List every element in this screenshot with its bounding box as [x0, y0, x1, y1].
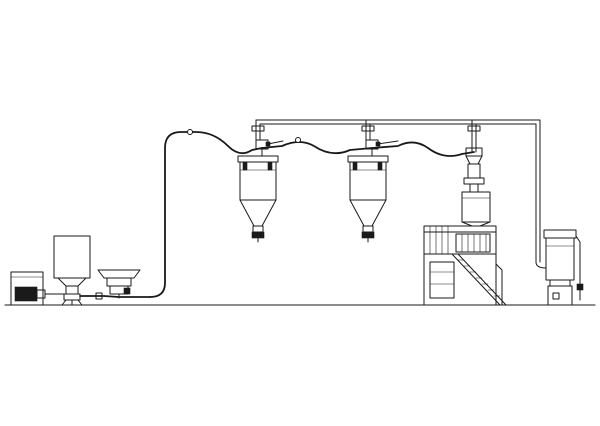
discharge-valve-1 [251, 231, 265, 239]
blower-motor [14, 286, 38, 302]
diverter-valve-2 [295, 137, 399, 157]
stair-stringer [451, 253, 501, 306]
weigh-hopper [461, 191, 491, 223]
rotary-feeder [97, 269, 141, 299]
tower-lower-cabinet [429, 261, 455, 299]
discharge-valve-2 [361, 231, 375, 239]
collector-valve [576, 283, 584, 291]
conveying-pipe-section-2 [261, 141, 373, 155]
cyclone-receiver-1 [237, 155, 279, 243]
blower-unit [10, 271, 67, 306]
process-tower [423, 225, 507, 306]
diverter-valve-1 [187, 129, 284, 157]
tower-frame [423, 225, 497, 306]
main-conveying-pipe [149, 131, 263, 298]
vent-return-header [251, 119, 541, 237]
supply-hopper [53, 235, 91, 279]
dust-collector [535, 229, 584, 306]
mixer-vessel [455, 233, 491, 253]
cyclone-receiver-2 [347, 155, 389, 243]
feeder-hopper [97, 269, 141, 279]
bag-dump-station [53, 235, 91, 306]
inline-valve [95, 292, 103, 300]
filter-receiver [461, 147, 491, 227]
pickup-line [79, 295, 151, 298]
conveying-pipe-section-3 [371, 141, 475, 157]
